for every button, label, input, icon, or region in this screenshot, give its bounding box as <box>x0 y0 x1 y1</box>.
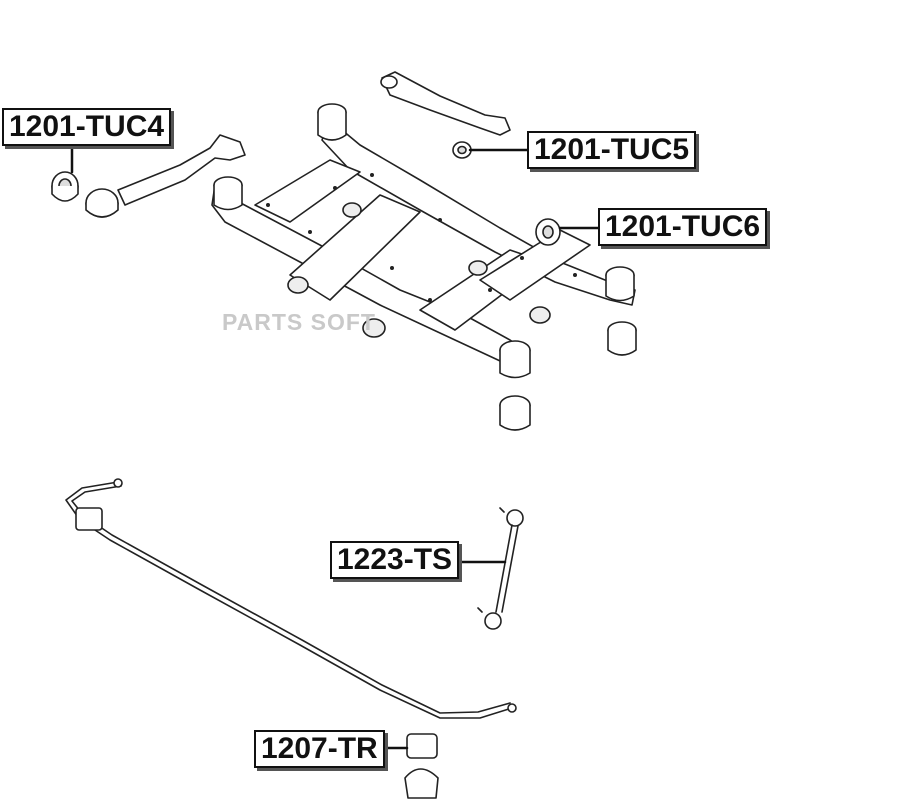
part-label-1201-tuc5: 1201-TUC5 <box>527 131 697 169</box>
leader-lines <box>70 144 602 750</box>
trailing-arm <box>85 134 246 218</box>
part-label-1201-tuc4: 1201-TUC4 <box>2 108 172 146</box>
bushing-tuc6 <box>535 218 561 246</box>
bushing-tuc4 <box>51 171 79 202</box>
part-label-1207-tr: 1207-TR <box>254 730 385 768</box>
stabilizer-bar <box>65 478 517 719</box>
stabilizer-bushing <box>404 733 439 799</box>
stabilizer-link <box>477 507 524 630</box>
watermark: PARTS SOFT <box>222 309 376 335</box>
part-label-1223-ts: 1223-TS <box>330 541 460 579</box>
part-label-1201-tuc6: 1201-TUC6 <box>598 208 768 246</box>
mount-bushing-center <box>499 395 531 431</box>
upper-control-arm <box>380 71 511 136</box>
rear-subframe <box>211 103 636 379</box>
bushing-tuc5 <box>452 141 472 159</box>
mount-bushing-right <box>607 321 637 356</box>
